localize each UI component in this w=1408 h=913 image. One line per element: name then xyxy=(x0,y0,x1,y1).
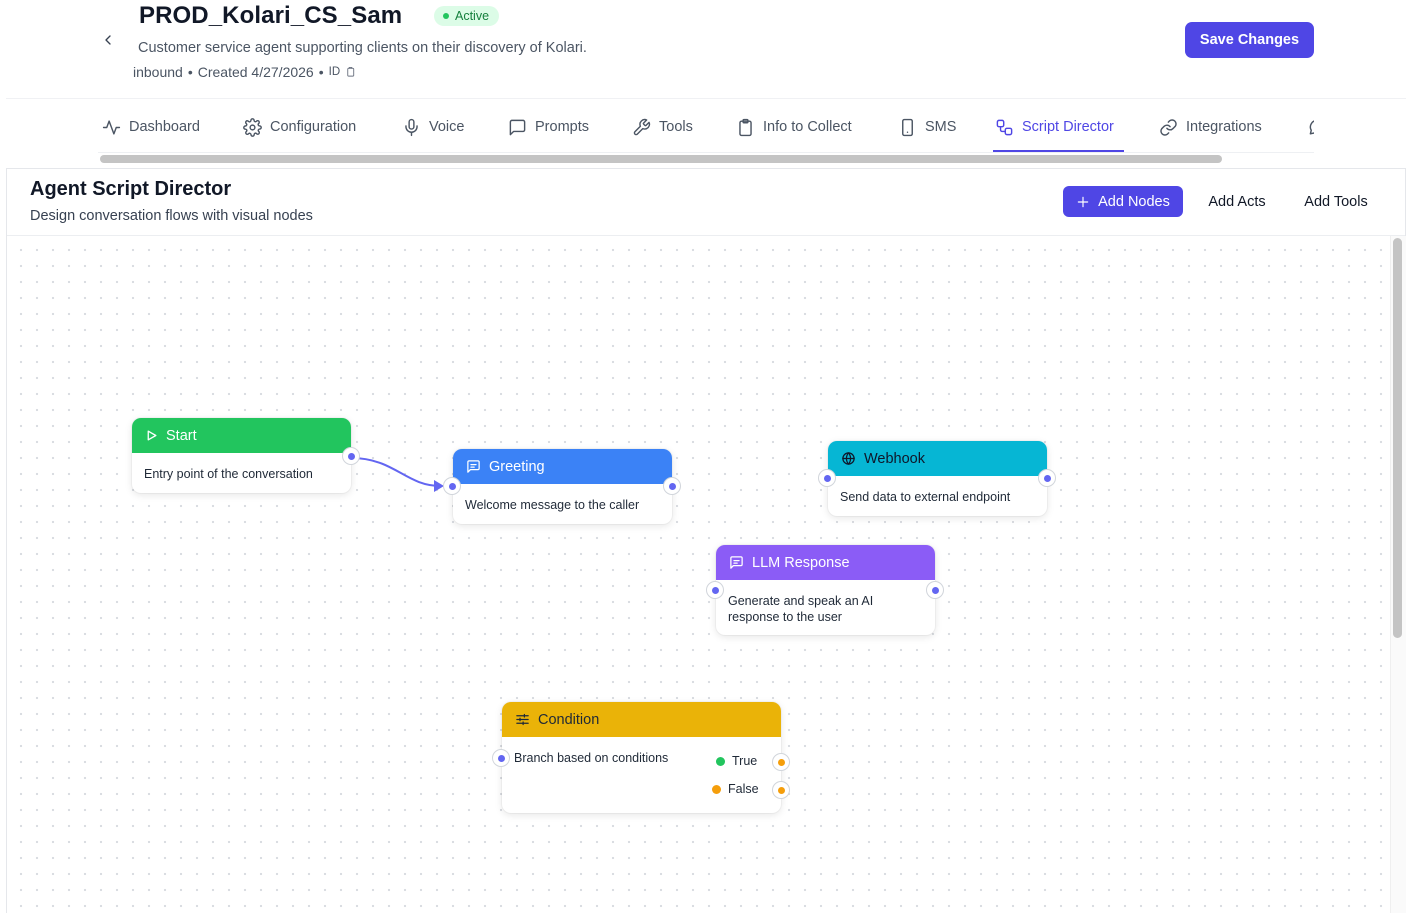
branch-true: True xyxy=(716,754,757,768)
tab-label: Prompts xyxy=(535,119,589,135)
smartphone-icon xyxy=(902,118,913,136)
activity-icon xyxy=(102,119,121,135)
node-header[interactable]: Start xyxy=(132,418,351,453)
tab-dashboard[interactable]: Dashboard xyxy=(102,103,200,151)
tab-label: Dashboard xyxy=(129,119,200,135)
chevron-left-icon xyxy=(105,35,111,45)
node-description: Send data to external endpoint xyxy=(840,490,1011,504)
node-condition-false-handle[interactable] xyxy=(772,781,790,799)
save-changes-button[interactable]: Save Changes xyxy=(1185,22,1314,58)
tab-overflow-partial[interactable] xyxy=(1308,103,1314,151)
status-badge: Active xyxy=(434,6,500,26)
agent-meta: inbound • Created 4/27/2026 • ID xyxy=(133,64,356,80)
branch-true-label: True xyxy=(732,754,758,768)
add-nodes-label: Add Nodes xyxy=(1098,193,1170,210)
node-title: LLM Response xyxy=(752,554,850,571)
wrench-icon xyxy=(633,118,651,135)
node-greeting-output-handle[interactable] xyxy=(663,477,681,495)
agent-description: Customer service agent supporting client… xyxy=(138,40,587,56)
node-condition-true-handle[interactable] xyxy=(772,753,790,771)
node-llm-response[interactable]: LLM Response Generate and speak an AI re… xyxy=(716,545,935,635)
link-icon xyxy=(1160,118,1177,136)
node-header[interactable]: LLM Response xyxy=(716,545,935,580)
globe-icon xyxy=(842,452,855,465)
add-nodes-button[interactable]: Add Nodes xyxy=(1063,186,1183,217)
node-llm-input-handle[interactable] xyxy=(706,581,724,599)
node-description: Entry point of the conversation xyxy=(144,467,313,481)
created-text: Created 4/27/2026 xyxy=(197,64,314,80)
message-circle-icon xyxy=(1309,119,1314,135)
tab-label: Integrations xyxy=(1186,119,1262,135)
node-llm-output-handle[interactable] xyxy=(926,581,944,599)
node-start-output-handle[interactable] xyxy=(342,447,360,465)
node-title: Greeting xyxy=(489,458,545,475)
true-dot xyxy=(716,756,725,766)
node-condition[interactable]: Condition Branch based on conditions Tru… xyxy=(502,702,781,813)
message-icon xyxy=(467,460,480,473)
tab-label: Tools xyxy=(659,119,693,135)
direction-text: inbound xyxy=(133,64,183,80)
tab-info-to-collect[interactable]: Info to Collect xyxy=(736,103,852,151)
node-description: Branch based on conditions xyxy=(514,751,669,765)
node-condition-input-handle[interactable] xyxy=(492,749,510,767)
back-button[interactable] xyxy=(98,30,118,50)
tab-label: Voice xyxy=(429,119,465,135)
sliders-icon xyxy=(516,713,529,726)
node-title: Webhook xyxy=(864,450,925,467)
play-icon xyxy=(147,430,157,441)
tab-bar: Dashboard Configuration Voice Prompts To… xyxy=(98,103,1314,151)
header-divider xyxy=(6,98,1406,99)
workflow-icon xyxy=(996,119,1013,135)
separator-dot: • xyxy=(318,64,324,80)
active-tab-indicator xyxy=(993,150,1124,152)
id-label: ID xyxy=(328,66,341,78)
separator-dot: • xyxy=(187,64,193,80)
node-description: Welcome message to the caller xyxy=(465,498,640,512)
canvas-scrollbar-thumb[interactable] xyxy=(1393,238,1402,638)
tabs-scrollbar-thumb[interactable] xyxy=(100,155,1222,163)
status-text: Active xyxy=(455,9,490,23)
message-icon xyxy=(730,556,743,569)
plus-icon xyxy=(1077,196,1089,207)
node-title: Condition xyxy=(538,711,600,728)
branch-false-label: False xyxy=(728,782,759,796)
tab-integrations[interactable]: Integrations xyxy=(1159,103,1262,151)
tab-prompts[interactable]: Prompts xyxy=(508,103,589,151)
agent-title: PROD_Kolari_CS_Sam xyxy=(139,2,403,29)
copy-id-icon[interactable] xyxy=(345,66,356,78)
gear-icon xyxy=(243,117,262,137)
node-greeting-input-handle[interactable] xyxy=(443,477,461,495)
clipboard-icon xyxy=(739,118,752,136)
node-start[interactable]: Start Entry point of the conversation xyxy=(132,418,351,493)
tab-label: Script Director xyxy=(1022,119,1114,135)
message-square-icon xyxy=(509,119,526,135)
node-webhook-input-handle[interactable] xyxy=(818,469,836,487)
tabs-scrollbar-track xyxy=(98,152,1314,165)
node-webhook[interactable]: Webhook Send data to external endpoint xyxy=(828,441,1047,516)
tab-label: Info to Collect xyxy=(763,119,852,135)
node-description: Generate and speak an AI response to the… xyxy=(728,594,874,624)
panel-subtitle: Design conversation flows with visual no… xyxy=(30,208,313,224)
tab-script-director[interactable]: Script Director xyxy=(995,103,1114,151)
panel-title: Agent Script Director xyxy=(30,178,232,200)
node-title: Start xyxy=(166,427,197,444)
tab-sms[interactable]: SMS xyxy=(898,103,956,151)
microphone-icon xyxy=(405,118,418,136)
node-webhook-output-handle[interactable] xyxy=(1038,469,1056,487)
tab-tools[interactable]: Tools xyxy=(632,103,693,151)
branch-false: False xyxy=(712,782,759,796)
add-acts-button[interactable]: Add Acts xyxy=(1197,186,1277,217)
node-header[interactable]: Condition xyxy=(502,702,781,737)
node-header[interactable]: Greeting xyxy=(453,449,672,484)
tab-label: Configuration xyxy=(270,119,357,135)
node-greeting[interactable]: Greeting Welcome message to the caller xyxy=(453,449,672,524)
panel-divider xyxy=(7,235,1405,236)
false-dot xyxy=(712,784,721,794)
tab-label: SMS xyxy=(925,119,957,135)
tab-configuration[interactable]: Configuration xyxy=(243,103,356,151)
node-header[interactable]: Webhook xyxy=(828,441,1047,476)
tab-voice[interactable]: Voice xyxy=(402,103,464,151)
status-dot xyxy=(443,13,449,19)
add-tools-button[interactable]: Add Tools xyxy=(1294,186,1378,217)
